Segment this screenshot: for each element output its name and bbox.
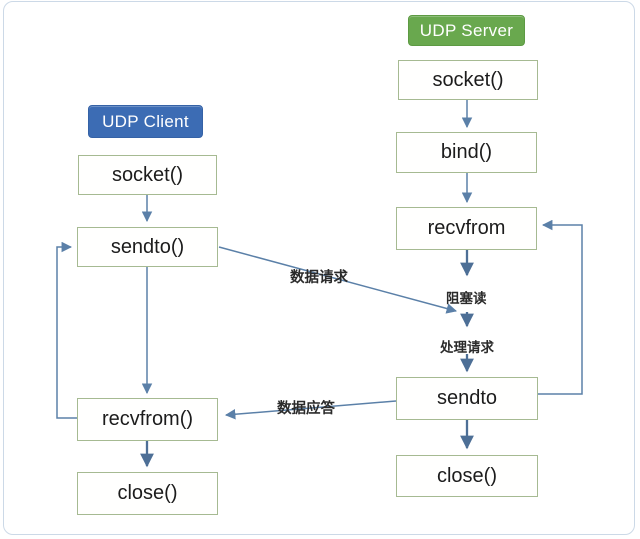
server-step-socket: socket() bbox=[398, 60, 538, 100]
server-step-sendto: sendto bbox=[396, 377, 538, 420]
server-step-bind: bind() bbox=[396, 132, 537, 173]
arrow-server-loop-sendto-to-recvfrom bbox=[538, 219, 583, 395]
arrow-data-request bbox=[218, 246, 458, 314]
client-step-close: close() bbox=[77, 472, 218, 515]
client-step-recvfrom: recvfrom() bbox=[77, 398, 218, 441]
client-step-sendto: sendto() bbox=[77, 227, 218, 267]
label-data-request: 数据请求 bbox=[290, 270, 348, 286]
arrow-data-reply bbox=[224, 400, 397, 420]
label-data-reply: 数据应答 bbox=[277, 401, 335, 417]
label-process-request: 处理请求 bbox=[440, 340, 494, 355]
server-step-recvfrom: recvfrom bbox=[396, 207, 537, 250]
label-blocking-read: 阻塞读 bbox=[446, 291, 487, 306]
arrow-client-loop-recvfrom-to-sendto bbox=[56, 241, 77, 419]
client-header: UDP Client bbox=[88, 105, 203, 138]
server-header: UDP Server bbox=[408, 15, 525, 46]
client-step-socket: socket() bbox=[78, 155, 217, 195]
server-step-close: close() bbox=[396, 455, 538, 497]
